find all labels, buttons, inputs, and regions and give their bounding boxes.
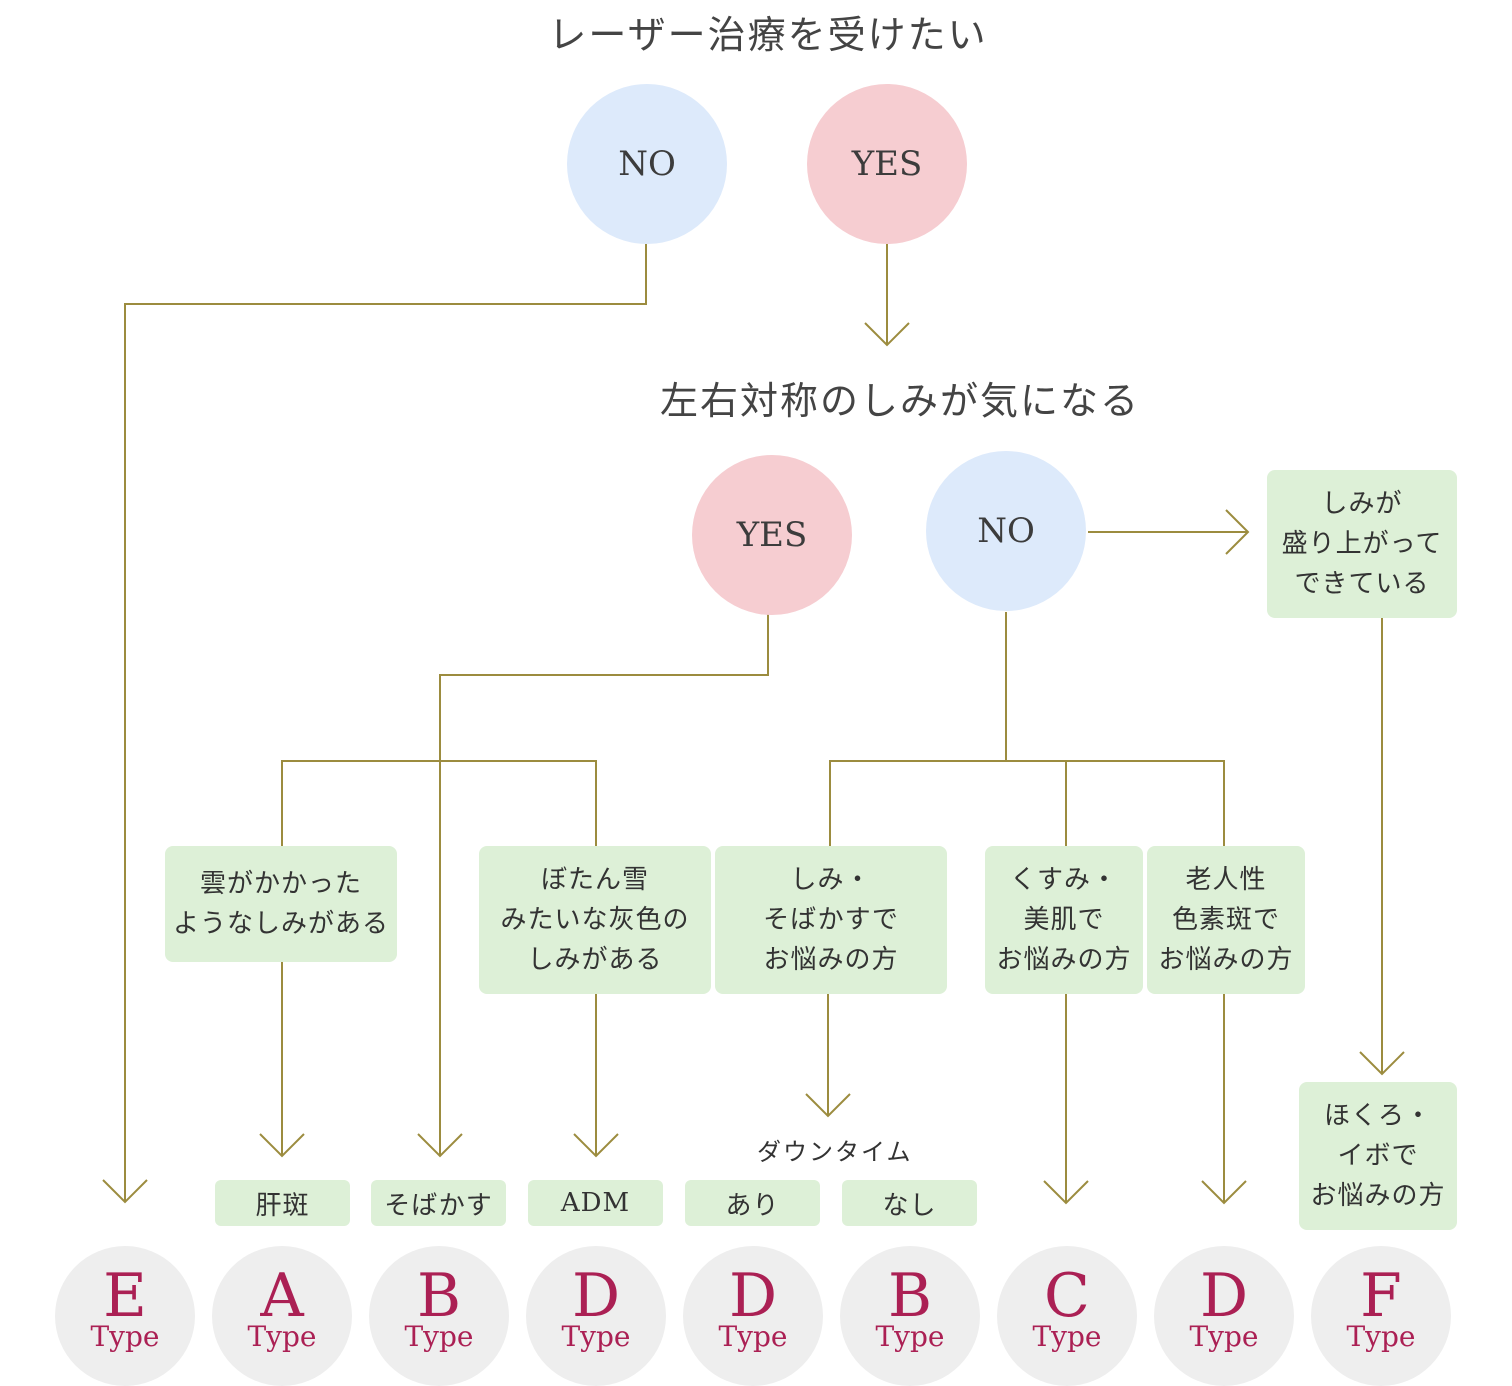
- box-line: お悩みの方: [1158, 945, 1294, 975]
- type-word: Type: [875, 1320, 945, 1353]
- arrowhead-sobakasu: [417, 1133, 463, 1158]
- type-letter: D: [728, 1261, 778, 1331]
- type-c-circle: C Type: [997, 1246, 1137, 1386]
- type-letter: D: [1199, 1261, 1249, 1331]
- type-e-circle: E Type: [55, 1246, 195, 1386]
- box-line: みたいな灰色の: [500, 905, 690, 935]
- box-cloud-spots: 雲がかかった ようなしみがある: [165, 846, 397, 962]
- question-2-title: 左右対称のしみが気になる: [660, 379, 1141, 423]
- type-letter: C: [1044, 1261, 1090, 1331]
- box-line: ほくろ・: [1323, 1101, 1432, 1131]
- downtime-label: ダウンタイム: [757, 1138, 913, 1166]
- arrowhead-moles: [1359, 1051, 1405, 1076]
- type-word: Type: [1032, 1320, 1102, 1353]
- arrowhead-raised: [1225, 509, 1250, 555]
- type-word: Type: [1189, 1320, 1259, 1353]
- box-line: くすみ・: [1009, 865, 1118, 895]
- type-word: Type: [404, 1320, 474, 1353]
- box-moles-warts: ほくろ・ イボで お悩みの方: [1299, 1082, 1457, 1230]
- question-1-title: レーザー治療を受けたい: [548, 13, 988, 57]
- type-a-circle: A Type: [212, 1246, 352, 1386]
- box-raised-spots: しみが 盛り上がって できている: [1267, 470, 1457, 618]
- box-line: お悩みの方: [1310, 1181, 1446, 1211]
- type-letter: B: [887, 1261, 933, 1331]
- pill-downtime-no: なし: [842, 1180, 977, 1226]
- box-line: 色素斑で: [1171, 905, 1280, 935]
- arrowhead-q2: [864, 322, 910, 347]
- box-line: しみ・: [790, 865, 872, 895]
- connector-no-split: [829, 760, 1225, 846]
- type-letter: D: [571, 1261, 621, 1331]
- box-spots-freckles: しみ・ そばかすで お悩みの方: [715, 846, 947, 994]
- pill-sobakasu: そばかす: [371, 1180, 506, 1226]
- q2-no-circle: NO: [926, 451, 1086, 611]
- type-d-circle: D Type: [1154, 1246, 1294, 1386]
- type-d-circle: D Type: [526, 1246, 666, 1386]
- pill-adm: ADM: [528, 1180, 663, 1226]
- box-line: ぼたん雪: [540, 865, 649, 895]
- box-line: しみがある: [527, 945, 663, 975]
- type-word: Type: [561, 1320, 631, 1353]
- type-word: Type: [90, 1320, 160, 1353]
- arrowhead-d: [1201, 1180, 1247, 1205]
- box-line: できている: [1294, 569, 1430, 599]
- type-letter: A: [260, 1261, 304, 1331]
- box-line: そばかすで: [763, 905, 899, 935]
- type-word: Type: [1346, 1320, 1416, 1353]
- type-f-circle: F Type: [1311, 1246, 1451, 1386]
- connector-yes-split: [281, 760, 597, 846]
- box-line: 雲がかかった: [199, 869, 362, 899]
- type-b-circle: B Type: [840, 1246, 980, 1386]
- type-d-circle: D Type: [683, 1246, 823, 1386]
- type-letter: B: [416, 1261, 462, 1331]
- connector-q1-no: [124, 244, 647, 1202]
- box-line: 盛り上がって: [1281, 529, 1443, 559]
- q1-yes-circle: YES: [807, 84, 967, 244]
- box-line: しみが: [1321, 489, 1403, 519]
- type-letter: F: [1360, 1261, 1402, 1331]
- q2-yes-circle: YES: [692, 455, 852, 615]
- pill-kanpan: 肝斑: [215, 1180, 350, 1226]
- box-peony-spots: ぼたん雪 みたいな灰色の しみがある: [479, 846, 711, 994]
- box-line: お悩みの方: [763, 945, 899, 975]
- arrowhead-c: [1043, 1180, 1089, 1205]
- connector-q2-yes: [439, 614, 769, 1156]
- type-word: Type: [718, 1320, 788, 1353]
- box-line: 美肌で: [1023, 905, 1105, 935]
- arrowhead-downtime: [805, 1093, 851, 1118]
- box-line: お悩みの方: [996, 945, 1132, 975]
- type-letter: E: [103, 1261, 147, 1331]
- q1-no-circle: NO: [567, 84, 727, 244]
- box-line: イボで: [1337, 1141, 1419, 1171]
- type-b-circle: B Type: [369, 1246, 509, 1386]
- pill-downtime-yes: あり: [685, 1180, 820, 1226]
- arrowhead-kanpan: [259, 1133, 305, 1158]
- box-senile-pigment: 老人性 色素斑で お悩みの方: [1147, 846, 1305, 994]
- box-line: 老人性: [1185, 865, 1267, 895]
- box-line: ようなしみがある: [172, 909, 389, 939]
- arrowhead-e: [102, 1179, 148, 1204]
- type-word: Type: [247, 1320, 317, 1353]
- arrowhead-adm: [573, 1133, 619, 1158]
- box-dullness: くすみ・ 美肌で お悩みの方: [985, 846, 1143, 994]
